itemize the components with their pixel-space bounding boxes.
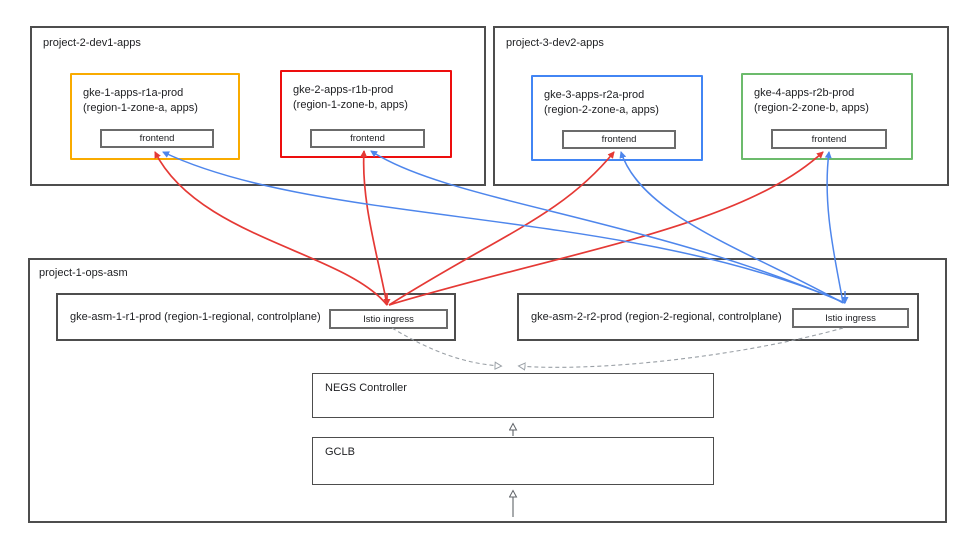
cluster-location: (region-2-zone-a, apps) <box>544 103 659 116</box>
istio-ingress-box-1: Istio ingress <box>329 309 448 329</box>
workload-box-frontend-1: frontend <box>100 129 214 148</box>
project-label-ops: project-1-ops-asm <box>39 267 128 279</box>
cluster-location: (region-1-zone-b, apps) <box>293 98 408 111</box>
cluster-location: (region-1-zone-a, apps) <box>83 101 198 114</box>
project-label-dev2: project-3-dev2-apps <box>506 37 604 49</box>
project-label-dev1: project-2-dev1-apps <box>43 37 141 49</box>
workload-box-frontend-4: frontend <box>771 129 887 149</box>
asm-cluster-box-2: gke-asm-2-r2-prod (region-2-regional, co… <box>517 293 919 341</box>
asm-cluster-title-2: gke-asm-2-r2-prod (region-2-regional, co… <box>531 311 782 323</box>
cluster-title-gke4: gke-4-apps-r2b-prod (region-2-zone-b, ap… <box>754 86 869 116</box>
workload-box-frontend-3: frontend <box>562 130 676 149</box>
cluster-name: gke-1-apps-r1a-prod <box>83 87 184 99</box>
cluster-name: gke-4-apps-r2b-prod <box>754 87 855 99</box>
gclb-label: GCLB <box>325 446 355 458</box>
negs-controller-box: NEGS Controller <box>312 373 714 418</box>
cluster-title-gke1: gke-1-apps-r1a-prod (region-1-zone-a, ap… <box>83 86 198 116</box>
istio-ingress-box-2: Istio ingress <box>792 308 909 328</box>
cluster-location: (region-2-zone-b, apps) <box>754 101 869 114</box>
gclb-box: GCLB <box>312 437 714 485</box>
cluster-box-gke2: gke-2-apps-r1b-prod (region-1-zone-b, ap… <box>280 70 452 158</box>
cluster-title-gke2: gke-2-apps-r1b-prod (region-1-zone-b, ap… <box>293 83 408 113</box>
cluster-box-gke3: gke-3-apps-r2a-prod (region-2-zone-a, ap… <box>531 75 703 161</box>
cluster-name: gke-3-apps-r2a-prod <box>544 89 645 101</box>
negs-controller-label: NEGS Controller <box>325 382 407 394</box>
asm-cluster-title-1: gke-asm-1-r1-prod (region-1-regional, co… <box>70 311 321 323</box>
workload-box-frontend-2: frontend <box>310 129 425 148</box>
cluster-box-gke4: gke-4-apps-r2b-prod (region-2-zone-b, ap… <box>741 73 913 160</box>
cluster-box-gke1: gke-1-apps-r1a-prod (region-1-zone-a, ap… <box>70 73 240 160</box>
cluster-name: gke-2-apps-r1b-prod <box>293 84 394 96</box>
asm-cluster-box-1: gke-asm-1-r1-prod (region-1-regional, co… <box>56 293 456 341</box>
cluster-title-gke3: gke-3-apps-r2a-prod (region-2-zone-a, ap… <box>544 88 659 118</box>
